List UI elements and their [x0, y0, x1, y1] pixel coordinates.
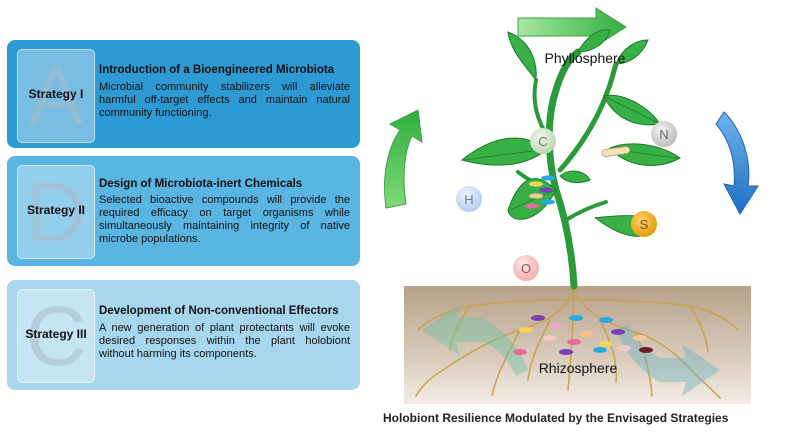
element-c: C	[530, 128, 556, 154]
element-n: N	[651, 121, 677, 147]
strategy-description: Microbial community stabilizers will all…	[99, 81, 350, 119]
rhizo-left-arrow-icon	[422, 304, 528, 376]
strategy-name: Strategy I	[28, 87, 84, 101]
strategy-tag: D Strategy II	[17, 165, 95, 259]
strategy-letter: C	[25, 289, 87, 383]
strategy-panel-b: D Strategy II Design of Microbiota-inert…	[7, 156, 360, 266]
phyllosphere-label: Phyllosphere	[545, 50, 626, 66]
strategy-tag: A Strategy I	[17, 49, 95, 143]
strategy-title: Introduction of a Bioengineered Microbio…	[99, 64, 335, 76]
left-up-arrow-icon	[384, 109, 423, 209]
rhizosphere-label: Rhizosphere	[539, 360, 618, 376]
element-h: H	[456, 186, 482, 212]
soil-microbes	[513, 315, 653, 355]
strategy-letter: D	[25, 165, 87, 259]
plant-leaves	[460, 29, 681, 237]
strategy-letter: A	[27, 49, 85, 143]
strategy-description: A new generation of plant protectants wi…	[99, 322, 350, 360]
strategy-title: Design of Microbiota-inert Chemicals	[99, 178, 303, 190]
strategy-description: Selected bioactive compounds will provid…	[99, 194, 350, 245]
svg-text:S: S	[640, 217, 649, 232]
svg-text:O: O	[521, 261, 531, 276]
strategy-panel-c: C Strategy III Development of Non-conven…	[7, 280, 360, 390]
strategy-panel-a: A Strategy I Introduction of a Bioengine…	[7, 40, 360, 148]
strategy-tag: C Strategy III	[17, 289, 95, 383]
svg-text:C: C	[538, 134, 547, 149]
element-s: S	[631, 211, 657, 237]
strategy-name: Strategy II	[26, 203, 86, 217]
element-o: O	[513, 255, 539, 281]
soil	[404, 286, 751, 404]
svg-text:H: H	[464, 192, 473, 207]
diagram-caption: Holobiont Resilience Modulated by the En…	[383, 411, 729, 425]
strategy-name: Strategy III	[25, 327, 87, 341]
rhizo-right-arrow-icon	[616, 324, 720, 396]
plant-stem	[516, 48, 619, 290]
top-arrow-icon	[517, 7, 627, 47]
svg-text:N: N	[659, 127, 668, 142]
strategy-title: Development of Non-conventional Effector…	[99, 305, 339, 317]
caterpillar-icon	[601, 146, 631, 157]
leaf-microbes	[525, 175, 555, 209]
holobiont-diagram: C N H S O Phyllosphere Rhizosphere	[384, 7, 759, 404]
right-down-arrow-icon	[715, 111, 759, 215]
